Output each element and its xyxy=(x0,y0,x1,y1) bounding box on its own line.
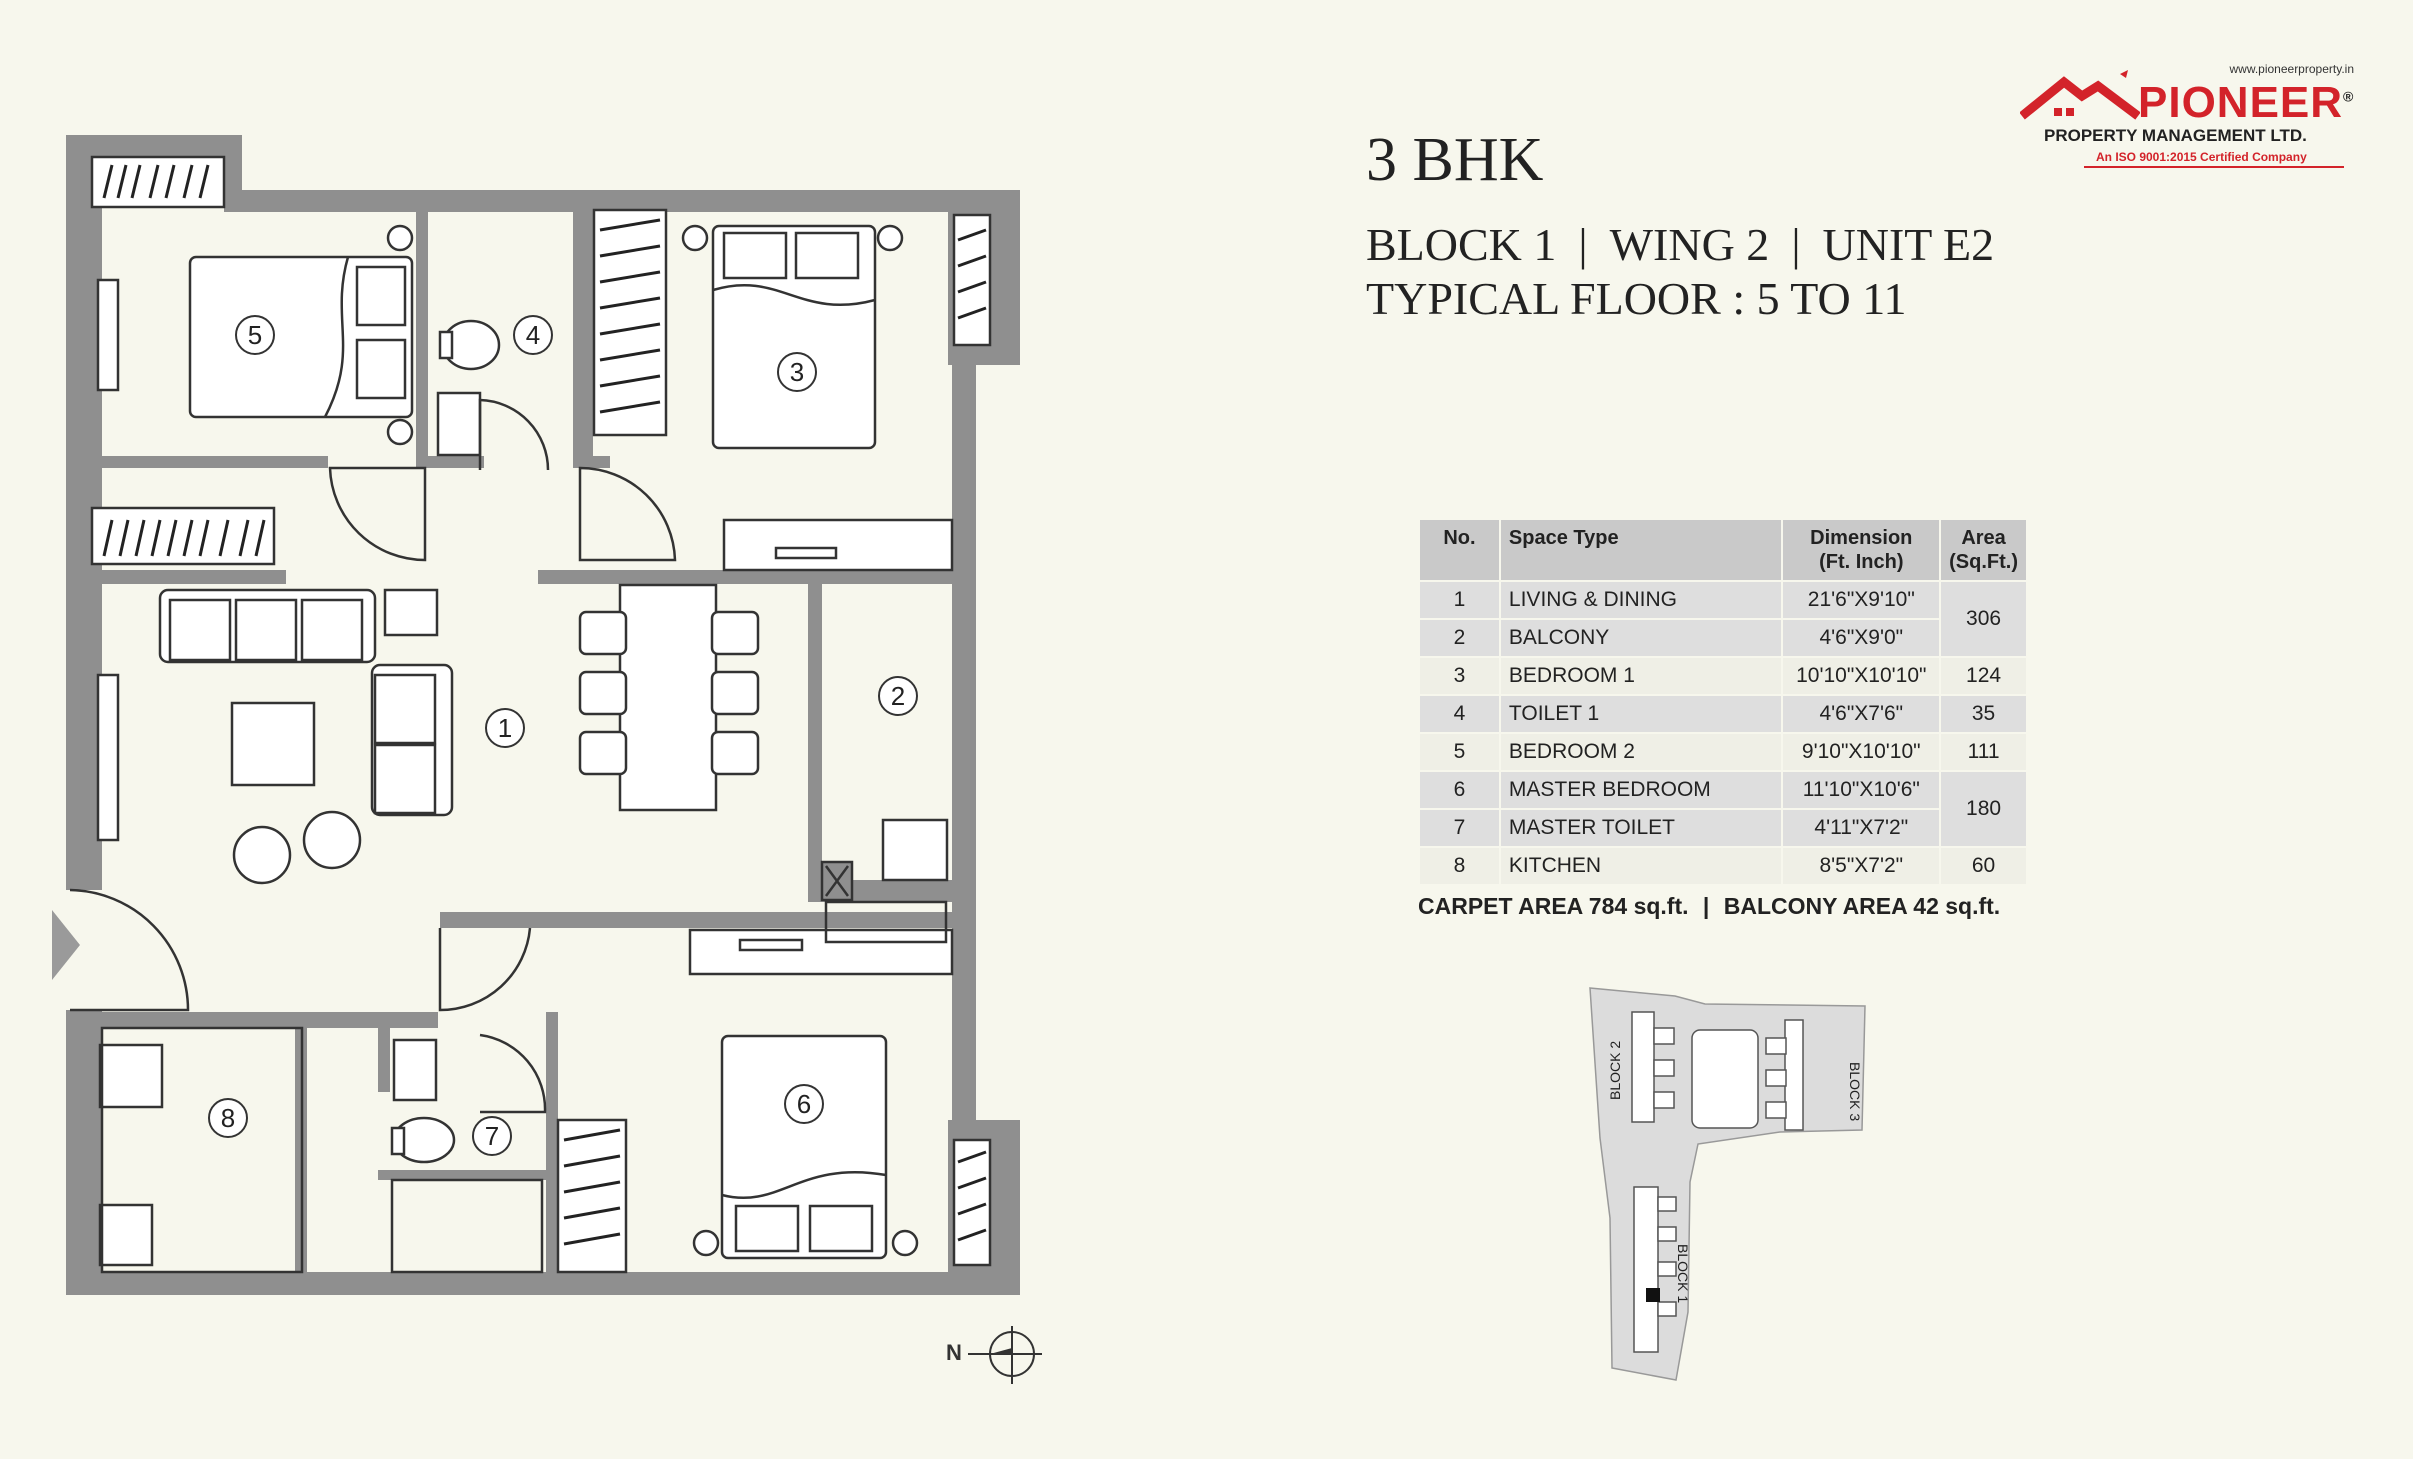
row-dimension: 11'10"X10'6" xyxy=(1781,770,1942,810)
room-label-7: 7 xyxy=(485,1121,499,1151)
area-table: No. Space Type Dimension(Ft. Inch) Area(… xyxy=(1418,518,2028,886)
kitchen-outline xyxy=(100,860,948,1274)
website-url: www.pioneerproperty.in xyxy=(2229,62,2354,76)
row-dimension: 4'11"X7'2" xyxy=(1781,808,1942,848)
table-row: 3 BEDROOM 1 10'10"X10'10" 124 xyxy=(1418,656,2028,696)
unit-info: BLOCK 1 | WING 2 | UNIT E2 xyxy=(1366,218,1994,272)
row-dimension: 4'6"X7'6" xyxy=(1781,694,1942,734)
keyplan-block2: BLOCK 2 xyxy=(1607,1041,1623,1100)
room-label-8: 8 xyxy=(221,1103,235,1133)
key-plan-buildings xyxy=(1631,1011,1804,1353)
separator: | xyxy=(1578,219,1588,270)
key-plan: BLOCK 2 BLOCK 3 BLOCK 1 xyxy=(1589,987,1866,1381)
doors xyxy=(69,398,677,1114)
row-dimension: 4'6"X9'0" xyxy=(1781,618,1942,658)
row-area: 60 xyxy=(1939,846,2028,886)
room-label-4: 4 xyxy=(526,320,540,350)
row-space: BEDROOM 2 xyxy=(1498,732,1784,772)
floor-plan: 1 2 3 4 5 6 7 8 xyxy=(52,135,1020,1295)
logo-underline xyxy=(2084,166,2344,168)
room-label-2: 2 xyxy=(891,681,905,711)
brand-subtitle: PROPERTY MANAGEMENT LTD. xyxy=(2044,126,2307,145)
header-no: No. xyxy=(1418,518,1501,582)
carpet-area: CARPET AREA 784 sq.ft. xyxy=(1418,893,1689,919)
row-space: LIVING & DINING xyxy=(1498,580,1784,620)
separator: | xyxy=(1702,893,1710,919)
keyplan-block1: BLOCK 1 xyxy=(1675,1244,1691,1303)
living-furniture xyxy=(96,278,954,1267)
row-area: 180 xyxy=(1939,770,2028,848)
row-no: 6 xyxy=(1418,770,1501,810)
compass-icon xyxy=(968,1326,1042,1384)
row-space: BALCONY xyxy=(1498,618,1784,658)
row-area: 124 xyxy=(1939,656,2028,696)
room-labels: 1 2 3 4 5 6 7 8 xyxy=(208,315,918,1156)
separator: | xyxy=(1791,219,1801,270)
area-summary: CARPET AREA 784 sq.ft. | BALCONY AREA 42… xyxy=(1418,893,2000,920)
iso-certification: An ISO 9001:2015 Certified Company xyxy=(2096,150,2307,164)
row-space: KITCHEN xyxy=(1498,846,1784,886)
table-row: 5 BEDROOM 2 9'10"X10'10" 111 xyxy=(1418,732,2028,772)
row-dimension: 21'6"X9'10" xyxy=(1781,580,1942,620)
room-label-3: 3 xyxy=(790,357,804,387)
row-no: 8 xyxy=(1418,846,1501,886)
header-dimension: Dimension(Ft. Inch) xyxy=(1781,518,1942,582)
title-block: 3 BHK BLOCK 1 | WING 2 | UNIT E2 TYPICAL FLO… xyxy=(1366,125,1994,326)
room-label-1: 1 xyxy=(498,713,512,743)
row-space: MASTER BEDROOM xyxy=(1498,770,1784,810)
house-roof-icon xyxy=(2020,70,2140,120)
row-area: 35 xyxy=(1939,694,2028,734)
north-label: N xyxy=(946,1340,962,1365)
table-row: 1 LIVING & DINING 21'6"X9'10" 306 xyxy=(1418,580,2028,658)
row-space: MASTER TOILET xyxy=(1498,808,1784,848)
row-dimension: 10'10"X10'10" xyxy=(1781,656,1942,696)
unit-location-marker xyxy=(1646,1288,1660,1302)
entry-arrow xyxy=(52,910,80,980)
toilet-fixtures xyxy=(390,319,501,1164)
brand-name: PIONEER® xyxy=(2138,78,2355,127)
row-area: 111 xyxy=(1939,732,2028,772)
header-area: Area(Sq.Ft.) xyxy=(1939,518,2028,582)
row-no: 1 xyxy=(1418,580,1501,620)
block-label: BLOCK 1 xyxy=(1366,219,1557,270)
row-area: 306 xyxy=(1939,580,2028,658)
unit-label: UNIT E2 xyxy=(1822,219,1995,270)
table-row: 6 MASTER BEDROOM 11'10"X10'6" 180 xyxy=(1418,770,2028,848)
row-no: 5 xyxy=(1418,732,1501,772)
room-label-5: 5 xyxy=(248,320,262,350)
table-header-row: No. Space Type Dimension(Ft. Inch) Area(… xyxy=(1418,518,2028,582)
row-dimension: 8'5"X7'2" xyxy=(1781,846,1942,886)
row-dimension: 9'10"X10'10" xyxy=(1781,732,1942,772)
table-row: 7 MASTER TOILET 4'11"X7'2" xyxy=(1418,808,2027,848)
config-title: 3 BHK xyxy=(1366,126,1544,194)
balcony-area: BALCONY AREA 42 sq.ft. xyxy=(1723,893,2001,919)
row-no: 3 xyxy=(1418,656,1501,696)
wardrobe-hangers xyxy=(102,164,987,1246)
bedside-lamps xyxy=(386,224,919,1257)
row-space: TOILET 1 xyxy=(1498,694,1784,734)
row-space: BEDROOM 1 xyxy=(1498,656,1784,696)
row-no: 7 xyxy=(1418,808,1501,848)
row-no: 2 xyxy=(1418,618,1501,658)
company-logo: www.pioneerproperty.in PIONEER® PROPERTY… xyxy=(2020,62,2360,172)
table-row: 4 TOILET 1 4'6"X7'6" 35 xyxy=(1418,694,2028,734)
table-row: 8 KITCHEN 8'5"X7'2" 60 xyxy=(1418,846,2028,886)
room-label-6: 6 xyxy=(797,1089,811,1119)
row-no: 4 xyxy=(1418,694,1501,734)
table-row: 2 BALCONY 4'6"X9'0" xyxy=(1418,618,2027,658)
keyplan-block3: BLOCK 3 xyxy=(1847,1062,1863,1121)
floor-label: TYPICAL FLOOR : 5 TO 11 xyxy=(1366,273,1907,324)
header-space-type: Space Type xyxy=(1498,518,1784,582)
bed-sheets xyxy=(323,256,887,1200)
wing-label: WING 2 xyxy=(1609,219,1770,270)
beds xyxy=(188,224,888,1260)
